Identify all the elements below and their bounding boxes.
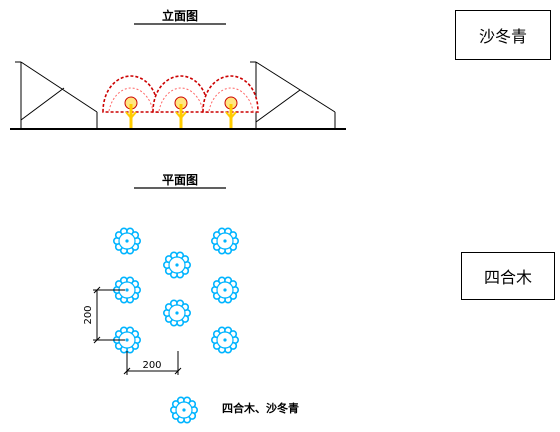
right-support-structure xyxy=(250,61,336,129)
plan-plant-symbol-4 xyxy=(113,276,142,304)
callout-box-top: 沙冬青 xyxy=(455,10,551,60)
elevation-shrub-2 xyxy=(152,75,209,128)
horizontal-dimension xyxy=(123,351,182,375)
callout-box-middle: 四合木 xyxy=(461,252,555,300)
legend-plant-symbol xyxy=(170,396,199,424)
plan-plant-symbol-2 xyxy=(211,227,240,255)
elevation-title: 立面图 xyxy=(162,8,198,23)
plan-plant-symbol-1 xyxy=(113,227,142,255)
vertical-dimension-label: 200 xyxy=(83,305,94,324)
elevation-shrub-3 xyxy=(202,75,259,128)
plan-plant-symbol-3 xyxy=(163,251,192,279)
plan-plant-symbols xyxy=(113,227,240,354)
plan-plant-symbol-8 xyxy=(211,326,240,354)
plan-title: 平面图 xyxy=(162,173,198,187)
callout-top-text: 沙冬青 xyxy=(478,27,527,46)
plan-plant-symbol-7 xyxy=(113,326,142,354)
callout-middle-text: 四合木 xyxy=(483,268,532,287)
plan-plant-symbol-6 xyxy=(163,299,192,327)
left-support-structure xyxy=(15,61,98,129)
legend-label: 四合木、沙冬青 xyxy=(222,401,299,415)
plan-plant-symbol-5 xyxy=(211,276,240,304)
legend-plant-symbol-mark xyxy=(170,396,199,424)
elevation-shrub-1 xyxy=(102,75,159,128)
vertical-dimension xyxy=(93,286,125,344)
horizontal-dimension-label: 200 xyxy=(142,360,161,371)
